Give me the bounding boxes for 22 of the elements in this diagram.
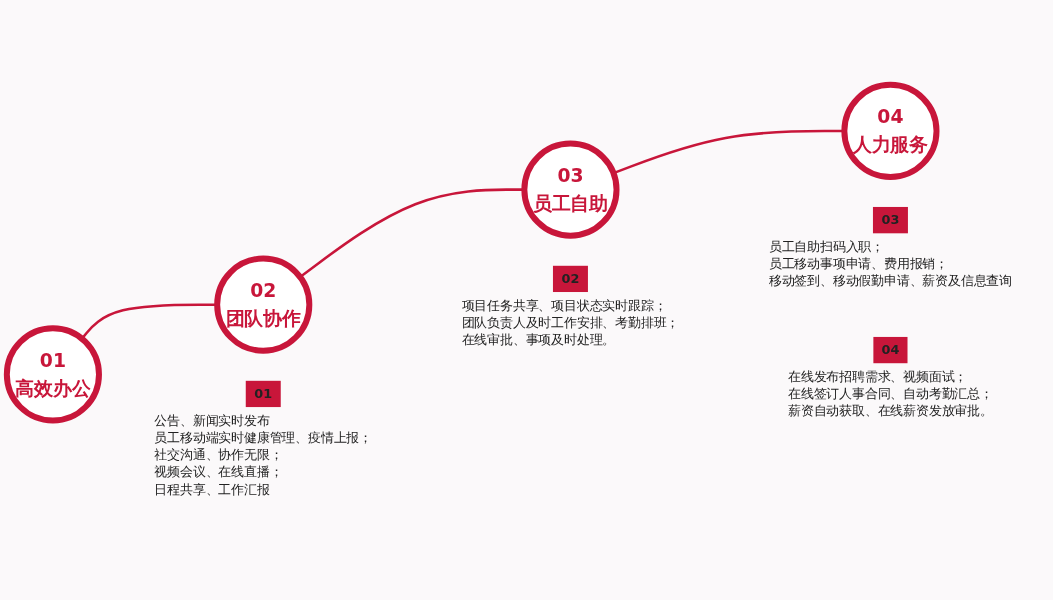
node-circle: 02 团队协作 <box>214 255 313 354</box>
node-label: 项目任务共享、项目状态实时跟踪； <box>461 297 667 313</box>
node-circle: 03 员工自助 <box>521 140 620 239</box>
node-box: 04 <box>873 336 908 363</box>
node-label: 日程共享、工作汇报 <box>154 481 270 498</box>
node-label: 员工移动端实时健康管理、疫情上报； <box>154 429 373 446</box>
node-label: 视频会议、在线直播； <box>154 464 283 480</box>
node-label: 在线签订人事合同、自动考勤汇总； <box>788 386 993 402</box>
node-label: 薪资自动获取、在线薪资发放审批。 <box>788 403 993 419</box>
node-label: 员工自助扫码入职； <box>768 238 885 255</box>
node-circle: 04 人力服务 <box>841 81 940 180</box>
node-label: 公告、新闻实时发布 <box>154 412 270 428</box>
node-box: 03 <box>873 206 908 233</box>
node-label: 在线审批、事项及时处理。 <box>461 332 616 348</box>
node-label: 社交沟通、协作无限； <box>154 447 283 463</box>
node-label: 员工移动事项申请、费用报销； <box>768 256 949 272</box>
node-label: 团队负责人及时工作安排、考勤排班； <box>461 314 680 331</box>
node-box: 02 <box>553 265 588 292</box>
node-box: 01 <box>245 380 281 407</box>
node-label: 在线发布招聘需求、视频面试； <box>788 368 968 385</box>
node-circle: 01 高效办公 <box>3 325 102 424</box>
node-label: 移动签到、移动假勤申请、薪资及信息查询 <box>768 273 1013 289</box>
